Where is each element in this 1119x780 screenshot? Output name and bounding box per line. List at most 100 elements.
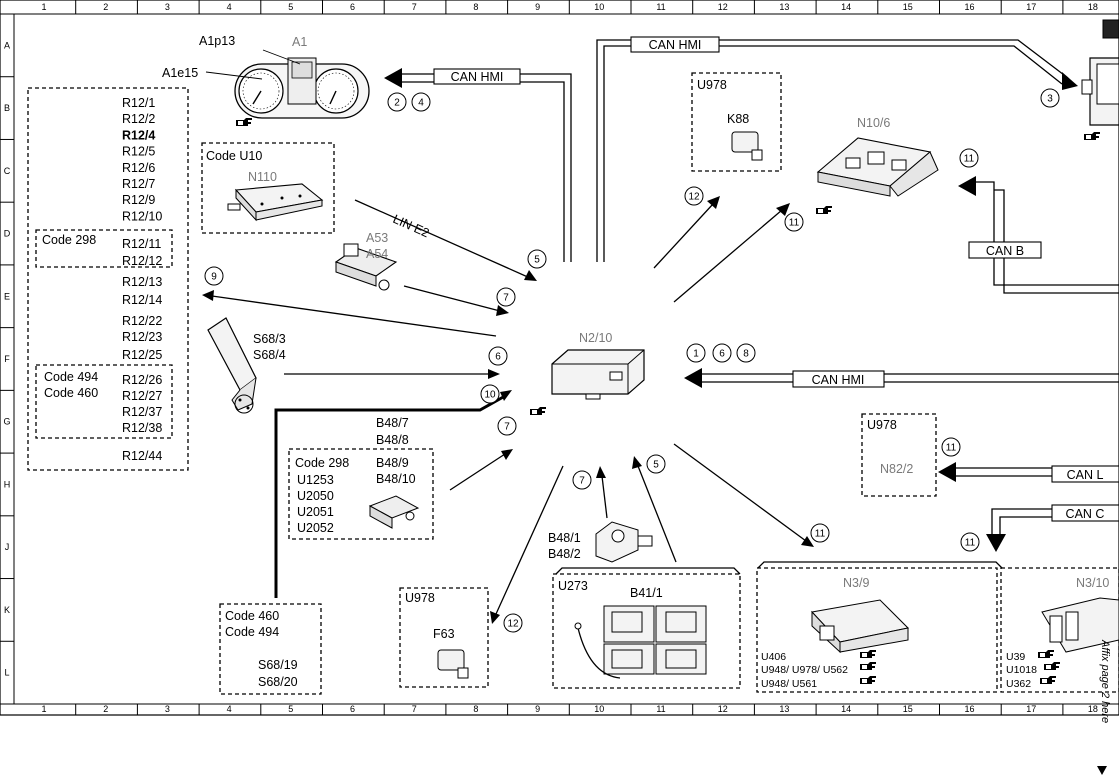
k88-relay [731,131,763,161]
b48-label: B48/7 [376,416,409,430]
b48-sensor [368,495,420,529]
callout-circle [411,92,431,112]
grid-row-label: J [5,542,10,552]
resistor-box [27,87,189,471]
grid-column-label: 9 [535,704,540,714]
affix-arrow [1097,766,1107,775]
f63-line [495,465,564,615]
grid-column-label: 7 [412,704,417,714]
callout-number: 7 [579,476,585,487]
grid-column-label: 18 [1088,2,1098,12]
n3-9-label: N3/9 [843,576,869,590]
resistor-item: R12/11 [122,237,161,251]
callout-number: 5 [653,460,659,471]
callout-number: 4 [418,98,424,109]
callout-circle [959,148,979,168]
f63-code-label: U978 [405,591,435,605]
b48-code-label: Code 298 [295,456,349,470]
n110-box [201,142,335,234]
callout-number: 11 [946,443,957,454]
arrow-head [632,456,642,469]
n3-10-code: U39 [1006,651,1025,663]
f63-label: F63 [433,627,455,641]
grid-column-label: 7 [412,2,417,12]
grid-column-label: 8 [473,704,478,714]
can-hmi-top-line [596,36,1078,262]
affix-text: Affix page 2 here [1099,639,1111,723]
b48-code-label: U1253 [297,473,334,487]
n3-bracket [757,561,1003,569]
b41-label: B41/1 [630,586,663,600]
s68-19-code-label: Code 460 [225,609,279,623]
callout-circle [496,287,516,307]
b41-box [552,573,741,689]
resistor-item: R12/26 [122,373,162,387]
hand-pointer-icon [1038,650,1054,658]
can-l-line [938,462,1119,483]
instrument-cluster [205,49,370,119]
b48-box [288,448,434,540]
lin-e2-line [354,199,531,279]
can-l-label: CAN L [1067,468,1104,482]
n3-10-code: U362 [1006,678,1031,690]
n10-6-label: N10/6 [857,116,890,130]
can-b-line [958,176,1119,294]
callout-number: 2 [394,98,400,109]
resistor-item: R12/12 [122,254,162,268]
grid-column-label: 15 [903,704,913,714]
callout-circle [646,454,666,474]
resistor-line [211,295,497,337]
arrow-head [596,466,606,478]
grid-column-label: 17 [1026,704,1036,714]
n3-10-box [1000,567,1119,693]
arrow-head [801,536,814,547]
u978-k88-box [691,72,782,172]
u978-code-label: U978 [697,78,727,92]
resistor-item: R12/13 [122,275,162,289]
callout-number: 8 [743,349,749,360]
callout-number: 6 [495,352,501,363]
grid-column-label: 1 [41,2,46,12]
can-hmi-mid-line [684,368,1119,388]
grid-column-label: 16 [964,2,974,12]
n82-code-label: U978 [867,418,897,432]
grid-column-label: 4 [227,704,232,714]
can-c-label: CAN C [1066,507,1105,521]
resistor-item: R12/5 [122,145,155,159]
callout-circle [387,92,407,112]
resistor-item: R12/4 [122,128,155,142]
grid-column-label: 6 [350,2,355,12]
resistor-item: R12/27 [122,389,162,403]
b48-label: B48/8 [376,433,409,447]
b48-2-label: B48/2 [548,547,581,561]
arrow-head [501,449,513,460]
resistor-item: R12/2 [122,112,155,126]
grid-column-label: 5 [288,2,293,12]
grid-column-label: 10 [594,704,604,714]
b41-mat [574,605,707,679]
grid-column-label: 4 [227,2,232,12]
b48-label: B48/9 [376,456,409,470]
grid-column-label: 10 [594,2,604,12]
code-label: Code 460 [44,386,98,400]
cluster-part-label: A1e15 [162,66,198,80]
code-label: Code 494 [44,370,98,384]
n3-10-module [1041,597,1119,653]
hand-pointer-icon [860,676,876,684]
s68-19-label: S68/19 [258,658,298,672]
central-unit-module [551,349,645,400]
grid-row-label: E [4,291,10,301]
grid-column-label: 11 [656,704,665,714]
resistor-item: R12/23 [122,330,162,344]
callout-circle [1040,88,1060,108]
central-unit-label: N2/10 [579,331,612,345]
b48-code-label: U2050 [297,489,334,503]
arrow-head [707,196,720,209]
resistor-item: R12/38 [122,421,162,435]
callout-circle [960,532,980,552]
n10-6-module [816,137,939,197]
grid-column-label: 14 [841,704,851,714]
resistor-item: R12/14 [122,293,162,307]
